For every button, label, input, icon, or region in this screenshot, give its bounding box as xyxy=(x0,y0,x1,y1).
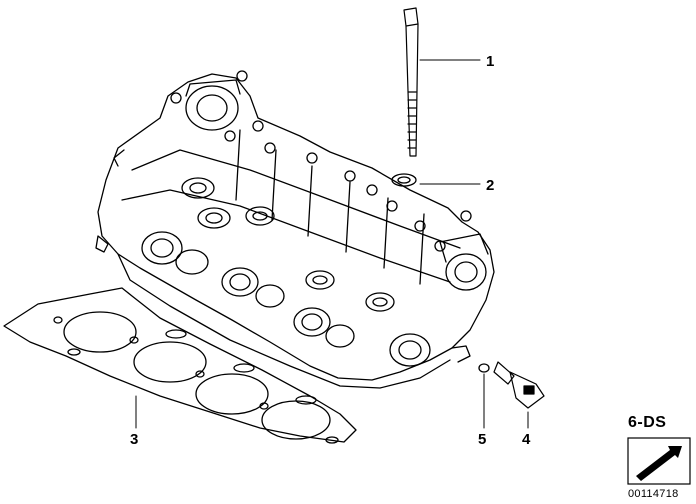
o-ring xyxy=(478,363,490,373)
leader-lines xyxy=(135,59,529,429)
callout-2: 2 xyxy=(486,177,494,194)
washer xyxy=(391,173,417,187)
callout-3: 3 xyxy=(130,431,138,448)
callout-5: 5 xyxy=(478,431,486,448)
group-code: 6-DS xyxy=(628,414,667,431)
arrow-box-icon xyxy=(627,437,691,485)
sensor xyxy=(493,361,545,409)
callout-1: 1 xyxy=(486,53,494,70)
cylinder-head xyxy=(95,70,495,389)
cylinder-head-gasket xyxy=(3,287,357,444)
callout-4: 4 xyxy=(522,431,531,448)
image-number: 00114718 xyxy=(628,488,679,500)
cylinder-head-bolt xyxy=(403,7,419,157)
